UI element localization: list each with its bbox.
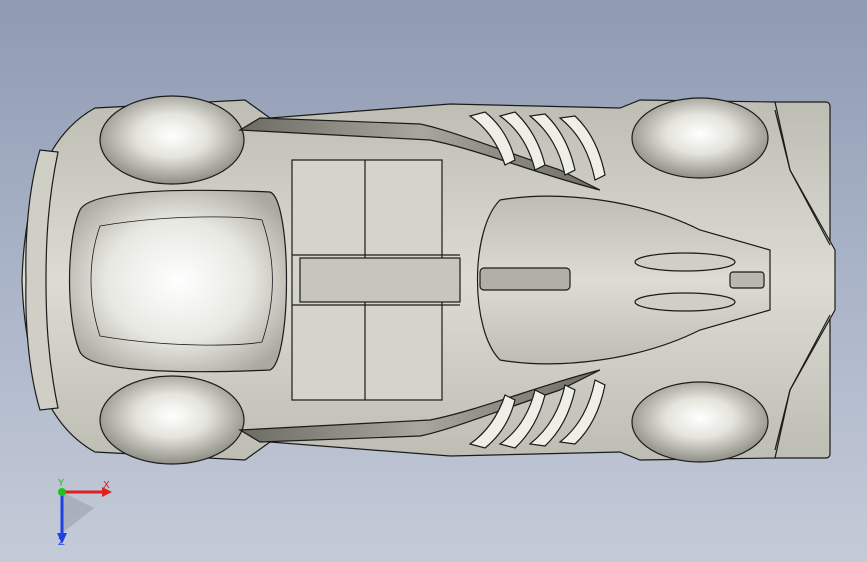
engine-vent	[479, 267, 571, 291]
exhaust	[729, 271, 765, 289]
nose-plate	[25, 149, 59, 411]
car-body	[21, 95, 836, 465]
rear-light-bottom	[634, 292, 736, 312]
roof-spine	[299, 257, 461, 303]
front-right-wheel-arch	[99, 375, 245, 465]
x-axis-arrow	[102, 487, 112, 497]
y-axis-label: Y	[57, 478, 65, 489]
rear-fins-bottom	[468, 379, 606, 449]
x-axis-label: X	[103, 480, 110, 491]
triad-plane	[62, 492, 94, 533]
side-intake-top	[238, 117, 601, 191]
rear-light-top	[634, 252, 736, 272]
rear-left-wheel-arch	[631, 97, 769, 179]
side-intake-bottom	[238, 369, 601, 443]
rear-right-wheel-arch	[631, 381, 769, 463]
cockpit-canopy	[68, 189, 288, 373]
front-left-wheel-arch	[99, 95, 245, 185]
rear-fins-top	[468, 111, 606, 181]
z-axis-label: Z	[58, 537, 65, 548]
engine-cover	[476, 195, 771, 365]
y-axis-dot	[58, 488, 66, 496]
coordinate-triad: X Y Z	[57, 478, 112, 548]
z-axis-arrow	[57, 533, 67, 544]
